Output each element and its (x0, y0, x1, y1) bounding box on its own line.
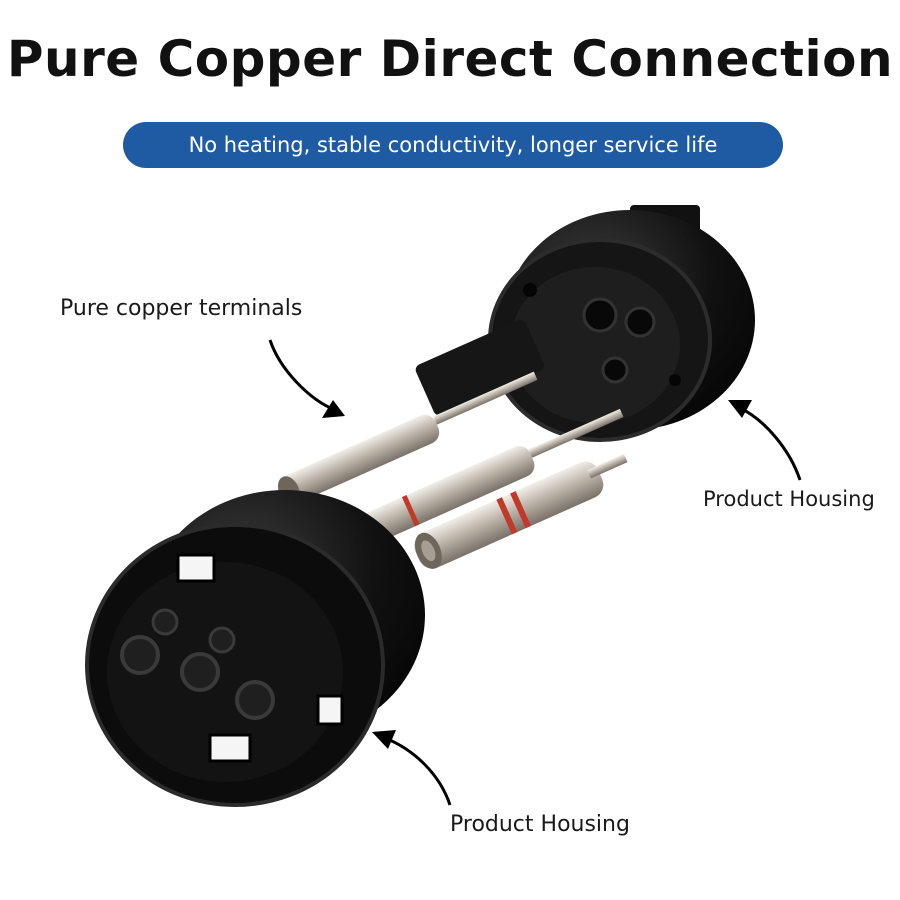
subtitle-banner: No heating, stable conductivity, longer … (123, 122, 783, 168)
callout-arrow-housing-bottom (372, 730, 452, 806)
callout-arrow-housing-right (728, 400, 802, 481)
copper-terminals (277, 319, 628, 569)
label-product-housing-bottom: Product Housing (450, 812, 630, 837)
label-pure-copper-terminals: Pure copper terminals (60, 296, 303, 321)
callout-arrow-terminals (268, 339, 345, 418)
front-housing (85, 490, 425, 807)
label-product-housing-right: Product Housing (703, 487, 875, 511)
rear-housing (488, 205, 755, 442)
page-title: Pure Copper Direct Connection (6, 30, 894, 88)
